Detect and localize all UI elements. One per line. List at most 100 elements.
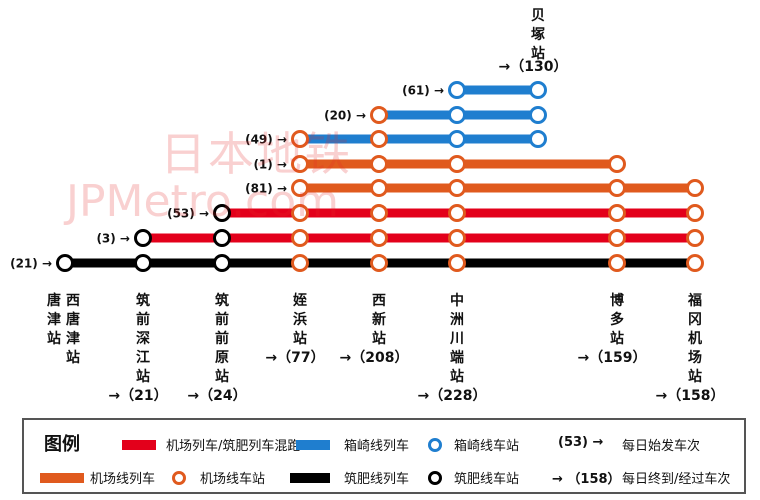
station-name-kaizuka: 贝 [531, 8, 545, 24]
station-circle [608, 229, 626, 247]
legend-hakozaki-swatch [296, 440, 330, 450]
station-circle [291, 155, 309, 173]
station-name-nakasu-kawabata: 站 [450, 368, 464, 385]
station-name-chikuzen-maebaru: 前 [215, 311, 229, 328]
station-name-chikuzen-maebaru: 站 [215, 368, 229, 385]
legend-chikuhi-station-label: 筑肥线车站 [454, 472, 520, 487]
station-name-chikuzen-maebaru: 原 [215, 350, 229, 366]
legend-chikuhi-swatch [290, 473, 330, 483]
station-circle [134, 229, 152, 247]
station-circle [529, 106, 547, 124]
station-circle [291, 204, 309, 222]
legend-end-desc: 每日终到/经过车次 [622, 472, 731, 487]
station-circle [448, 81, 466, 99]
station-circle [370, 254, 388, 272]
station-name-chikuzen-maebaru: 筑 [215, 292, 229, 309]
station-total-nishijin: →（208） [340, 350, 409, 366]
station-circle [448, 130, 466, 148]
station-circle [686, 229, 704, 247]
legend-hakozaki-station-icon [428, 438, 442, 452]
station-circle [448, 106, 466, 124]
diagram-labels: (21) →(3) →(53) →(81) →(1) →(49) →(20) →… [10, 8, 724, 404]
station-name-kaizuka: 站 [531, 45, 545, 62]
station-circle [529, 81, 547, 99]
station-total-chikuzen-fukae: →（21） [108, 388, 167, 404]
station-circle [213, 254, 231, 272]
station-name-nakasu-kawabata: 洲 [450, 312, 464, 328]
station-name-chikuzen-fukae: 江 [136, 349, 150, 366]
start-count-label: (49) → [245, 133, 287, 147]
station-circle [686, 179, 704, 197]
station-name-nishi-karatsu: 站 [66, 349, 80, 366]
station-name-nishi-karatsu: 津 [66, 330, 80, 347]
legend-airport-station-label: 机场线车站 [200, 472, 266, 487]
start-count-label: (20) → [324, 109, 366, 123]
station-circle [529, 130, 547, 148]
station-total-hakata: →（159） [578, 350, 647, 366]
legend-chikuhi-train-label: 筑肥线列车 [344, 472, 410, 487]
station-total-meinohama: →（77） [265, 350, 324, 366]
station-circle [448, 204, 466, 222]
station-name-chikuzen-maebaru: 前 [215, 330, 229, 347]
station-name-nakasu-kawabata: 端 [450, 349, 464, 366]
station-circle [370, 106, 388, 124]
station-name-hakata: 多 [610, 311, 624, 328]
station-name-karatsu: 唐 [47, 292, 61, 309]
station-total-chikuzen-maebaru: →（24） [187, 388, 246, 404]
legend-mixed-label: 机场列车/筑肥列车混跑 [166, 439, 301, 454]
station-total-nakasu-kawabata: →（228） [418, 388, 487, 404]
station-name-karatsu: 津 [47, 311, 61, 328]
station-name-fukuoka-airport: 冈 [688, 312, 702, 328]
station-name-hakata: 站 [610, 330, 624, 347]
legend-airport-station-icon [172, 471, 186, 485]
station-name-chikuzen-fukae: 筑 [136, 292, 150, 309]
station-name-chikuzen-fukae: 深 [136, 330, 150, 347]
station-circle [291, 229, 309, 247]
station-name-hakata: 博 [610, 292, 624, 309]
station-circle [448, 229, 466, 247]
station-circle [448, 254, 466, 272]
station-name-kaizuka: 塚 [531, 27, 545, 43]
station-circle [134, 254, 152, 272]
station-circle [686, 204, 704, 222]
station-name-meinohama: 姪 [293, 292, 307, 309]
start-count-label: (81) → [245, 182, 287, 196]
station-circle [370, 130, 388, 148]
legend-start-sample: (53) → [558, 435, 604, 450]
station-total-fukuoka-airport: →（158） [656, 388, 725, 404]
station-circle [370, 204, 388, 222]
station-circle [448, 179, 466, 197]
station-name-fukuoka-airport: 站 [688, 368, 702, 385]
station-circle [608, 204, 626, 222]
start-count-label: (53) → [167, 207, 209, 221]
station-name-nakasu-kawabata: 中 [450, 292, 464, 309]
station-name-nishijin: 新 [372, 311, 386, 328]
station-circle [686, 254, 704, 272]
station-circle [213, 204, 231, 222]
station-name-fukuoka-airport: 场 [688, 350, 702, 366]
station-circle [370, 229, 388, 247]
legend-chikuhi-station-icon [428, 471, 442, 485]
station-name-nishi-karatsu: 西 [66, 293, 80, 309]
station-circle [448, 155, 466, 173]
legend-hakozaki-train-label: 箱崎线列车 [344, 439, 410, 454]
legend-hakozaki-station-label: 箱崎线车站 [454, 439, 520, 454]
start-count-label: (21) → [10, 257, 52, 271]
station-circle [608, 155, 626, 173]
legend-title: 图例 [44, 434, 80, 455]
station-name-nakasu-kawabata: 川 [449, 331, 464, 347]
start-count-label: (3) → [96, 232, 130, 246]
station-name-nishijin: 站 [372, 330, 386, 347]
station-circle [370, 155, 388, 173]
station-name-nishijin: 西 [372, 293, 386, 309]
station-name-nishi-karatsu: 唐 [66, 311, 80, 328]
station-name-fukuoka-airport: 福 [687, 292, 702, 309]
station-total-kaizuka: →（130） [499, 59, 568, 75]
station-circle [213, 229, 231, 247]
station-name-meinohama: 浜 [293, 311, 307, 328]
station-circle [608, 179, 626, 197]
station-name-fukuoka-airport: 机 [688, 330, 702, 347]
station-name-karatsu: 站 [47, 330, 61, 347]
legend-airport-train-label: 机场线列车 [90, 472, 156, 487]
